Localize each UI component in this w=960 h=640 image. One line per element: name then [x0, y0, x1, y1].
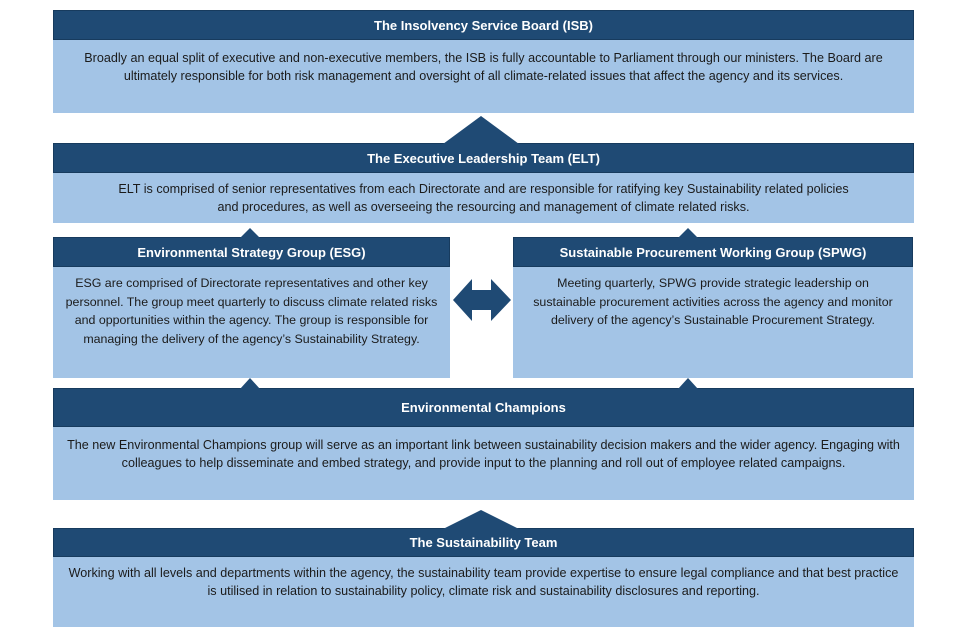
double-arrow-icon-esg-spwg [453, 279, 511, 321]
isb-title: The Insolvency Service Board (ISB) [53, 10, 914, 40]
elt-title: The Executive Leadership Team (ELT) [53, 143, 914, 173]
arrow-up-icon-elt-to-isb [443, 116, 519, 144]
elt-box: The Executive Leadership Team (ELT) ELT … [53, 143, 914, 223]
spwg-box: Sustainable Procurement Working Group (S… [513, 237, 913, 378]
sustainability-team-title: The Sustainability Team [53, 528, 914, 557]
isb-description: Broadly an equal split of executive and … [53, 40, 914, 113]
esg-box: Environmental Strategy Group (ESG) ESG a… [53, 237, 450, 378]
arrow-up-icon-sustainability-to-champions [443, 510, 519, 529]
champions-description: The new Environmental Champions group wi… [53, 427, 914, 500]
spwg-title: Sustainable Procurement Working Group (S… [513, 237, 913, 267]
spwg-description: Meeting quarterly, SPWG provide strategi… [513, 267, 913, 378]
sustainability-team-description: Working with all levels and departments … [53, 557, 914, 627]
champions-title: Environmental Champions [53, 388, 914, 427]
elt-description: ELT is comprised of senior representativ… [53, 173, 914, 223]
esg-description: ESG are comprised of Directorate represe… [53, 267, 450, 378]
esg-title: Environmental Strategy Group (ESG) [53, 237, 450, 267]
champions-box: Environmental Champions The new Environm… [53, 388, 914, 500]
isb-box: The Insolvency Service Board (ISB) Broad… [53, 10, 914, 113]
sustainability-team-box: The Sustainability Team Working with all… [53, 528, 914, 627]
